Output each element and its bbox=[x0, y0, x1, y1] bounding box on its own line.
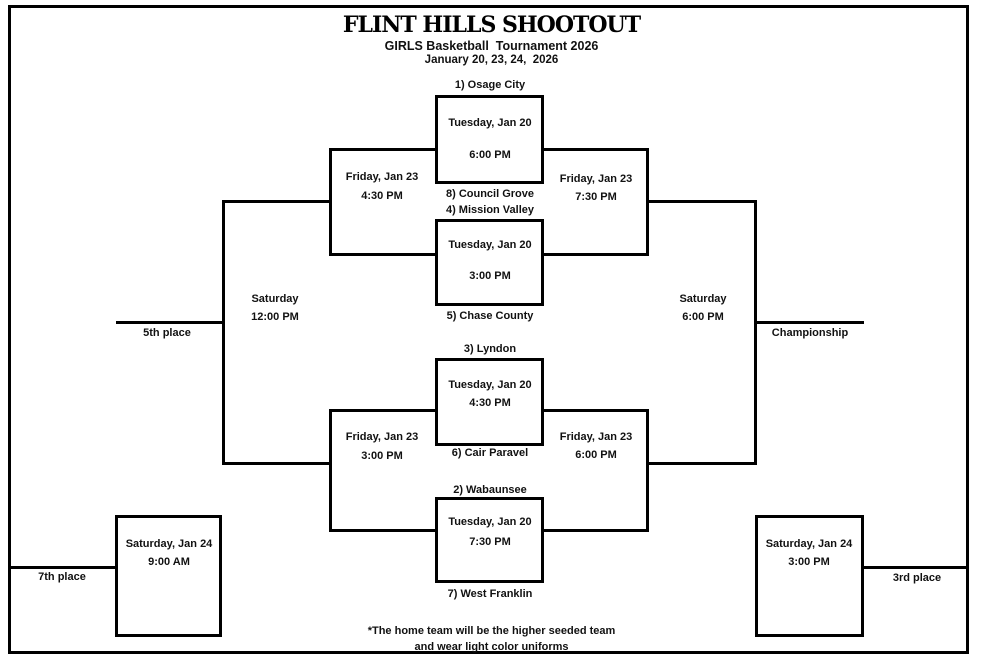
team-label-wabaunsee: 2) Wabaunsee bbox=[453, 484, 527, 496]
championship-time: 6:00 PM bbox=[682, 311, 724, 323]
game1-time: 6:00 PM bbox=[469, 149, 511, 161]
third-place-box bbox=[755, 515, 864, 637]
consolation-upper-day: Friday, Jan 23 bbox=[345, 171, 419, 183]
game3-time: 4:30 PM bbox=[469, 397, 511, 409]
footnote-line2: and wear light color uniforms bbox=[414, 641, 569, 653]
game4-time: 7:30 PM bbox=[469, 536, 511, 548]
team-label-west-franklin: 7) West Franklin bbox=[447, 588, 533, 600]
championship-label: Championship bbox=[771, 327, 849, 339]
consolation-lower-winner-line bbox=[222, 462, 332, 465]
footnote-line1: *The home team will be the higher seeded… bbox=[367, 625, 616, 637]
team-label-mission-valley: 4) Mission Valley bbox=[445, 204, 535, 216]
tournament-dates: January 20, 23, 24, 2026 bbox=[424, 54, 559, 66]
game3-loser-line bbox=[329, 409, 438, 412]
seventh-place-line bbox=[8, 566, 118, 569]
winners-lower-winner-line bbox=[649, 462, 757, 465]
winners-upper-day: Friday, Jan 23 bbox=[559, 173, 633, 185]
winners-upper-time: 7:30 PM bbox=[575, 191, 617, 203]
game2-time: 3:00 PM bbox=[469, 270, 511, 282]
game3-winner-line bbox=[541, 409, 649, 412]
consolation-upper-time: 4:30 PM bbox=[361, 190, 403, 202]
team-label-lyndon: 3) Lyndon bbox=[463, 343, 517, 355]
seventh-place-day: Saturday, Jan 24 bbox=[125, 538, 213, 550]
fifth-place-day: Saturday bbox=[251, 293, 299, 305]
winners-lower-day: Friday, Jan 23 bbox=[559, 431, 633, 443]
seventh-place-time: 9:00 AM bbox=[148, 556, 190, 568]
game2-loser-line bbox=[329, 253, 438, 256]
game4-winner-line bbox=[541, 529, 649, 532]
team-label-osage-city: 1) Osage City bbox=[454, 79, 526, 91]
seventh-place-box bbox=[115, 515, 222, 637]
consolation-upper-winner-line bbox=[222, 200, 332, 203]
team-label-cair-paravel: 6) Cair Paravel bbox=[451, 447, 529, 459]
winners-upper-bracket-line bbox=[646, 148, 649, 256]
game2-box bbox=[435, 219, 544, 306]
tournament-title: FLINT HILLS SHOOTOUT bbox=[342, 12, 641, 38]
game4-loser-line bbox=[329, 529, 438, 532]
consolation-lower-bracket-line bbox=[329, 409, 332, 532]
game3-box bbox=[435, 358, 544, 446]
third-place-label: 3rd place bbox=[892, 572, 942, 584]
winners-upper-winner-line bbox=[649, 200, 757, 203]
game1-loser-line bbox=[329, 148, 438, 151]
fifth-place-bracket-line bbox=[222, 200, 225, 465]
game1-winner-line bbox=[541, 148, 649, 151]
game1-day: Tuesday, Jan 20 bbox=[448, 117, 532, 129]
seventh-place-label: 7th place bbox=[38, 571, 86, 583]
fifth-place-line bbox=[116, 321, 225, 324]
championship-line bbox=[754, 321, 864, 324]
third-place-time: 3:00 PM bbox=[788, 556, 830, 568]
team-label-council-grove: 8) Council Grove bbox=[445, 188, 535, 200]
game3-day: Tuesday, Jan 20 bbox=[448, 379, 532, 391]
fifth-place-time: 12:00 PM bbox=[251, 311, 299, 323]
consolation-lower-time: 3:00 PM bbox=[361, 450, 403, 462]
winners-lower-time: 6:00 PM bbox=[575, 449, 617, 461]
game2-winner-line bbox=[541, 253, 649, 256]
game1-box bbox=[435, 95, 544, 184]
third-place-day: Saturday, Jan 24 bbox=[765, 538, 853, 550]
team-label-chase-county: 5) Chase County bbox=[446, 310, 534, 322]
game4-box bbox=[435, 497, 544, 583]
fifth-place-label: 5th place bbox=[143, 327, 191, 339]
third-place-line bbox=[861, 566, 969, 569]
tournament-subtitle: GIRLS Basketball Tournament 2026 bbox=[384, 39, 599, 53]
winners-lower-bracket-line bbox=[646, 409, 649, 532]
game4-day: Tuesday, Jan 20 bbox=[448, 516, 532, 528]
championship-day: Saturday bbox=[679, 293, 727, 305]
consolation-lower-day: Friday, Jan 23 bbox=[345, 431, 419, 443]
championship-bracket-line bbox=[754, 200, 757, 465]
game2-day: Tuesday, Jan 20 bbox=[448, 239, 532, 251]
page-border bbox=[8, 5, 969, 654]
